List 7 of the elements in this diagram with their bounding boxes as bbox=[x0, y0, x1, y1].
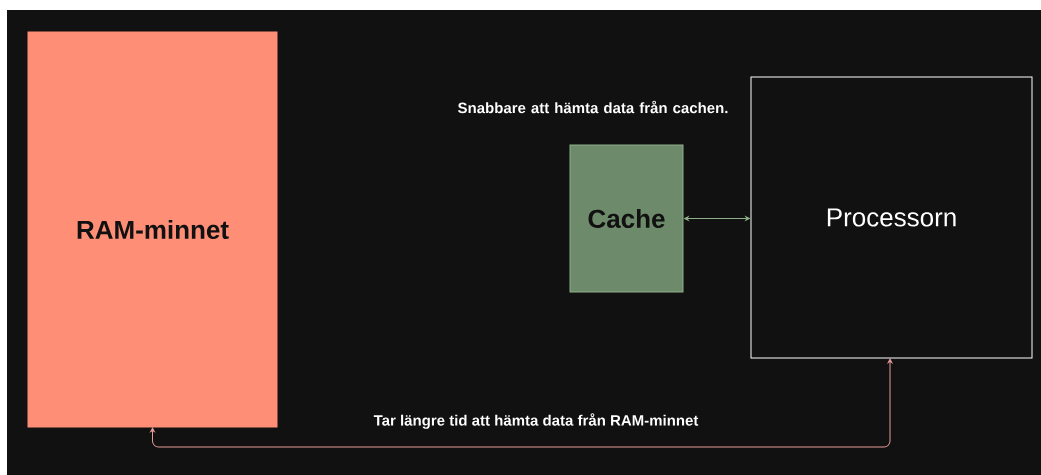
memory-block: RAM-minnet bbox=[27, 31, 278, 428]
arrow bbox=[150, 358, 893, 448]
cache-block: Cache bbox=[569, 144, 684, 293]
note-text: Snabbare att hämta data från cachen. bbox=[458, 100, 728, 114]
processor-block: Processorn bbox=[750, 76, 1033, 359]
arrow bbox=[684, 216, 750, 221]
edge-label: Tar längre tid att hämta data från RAM-minnet bbox=[371, 411, 701, 431]
